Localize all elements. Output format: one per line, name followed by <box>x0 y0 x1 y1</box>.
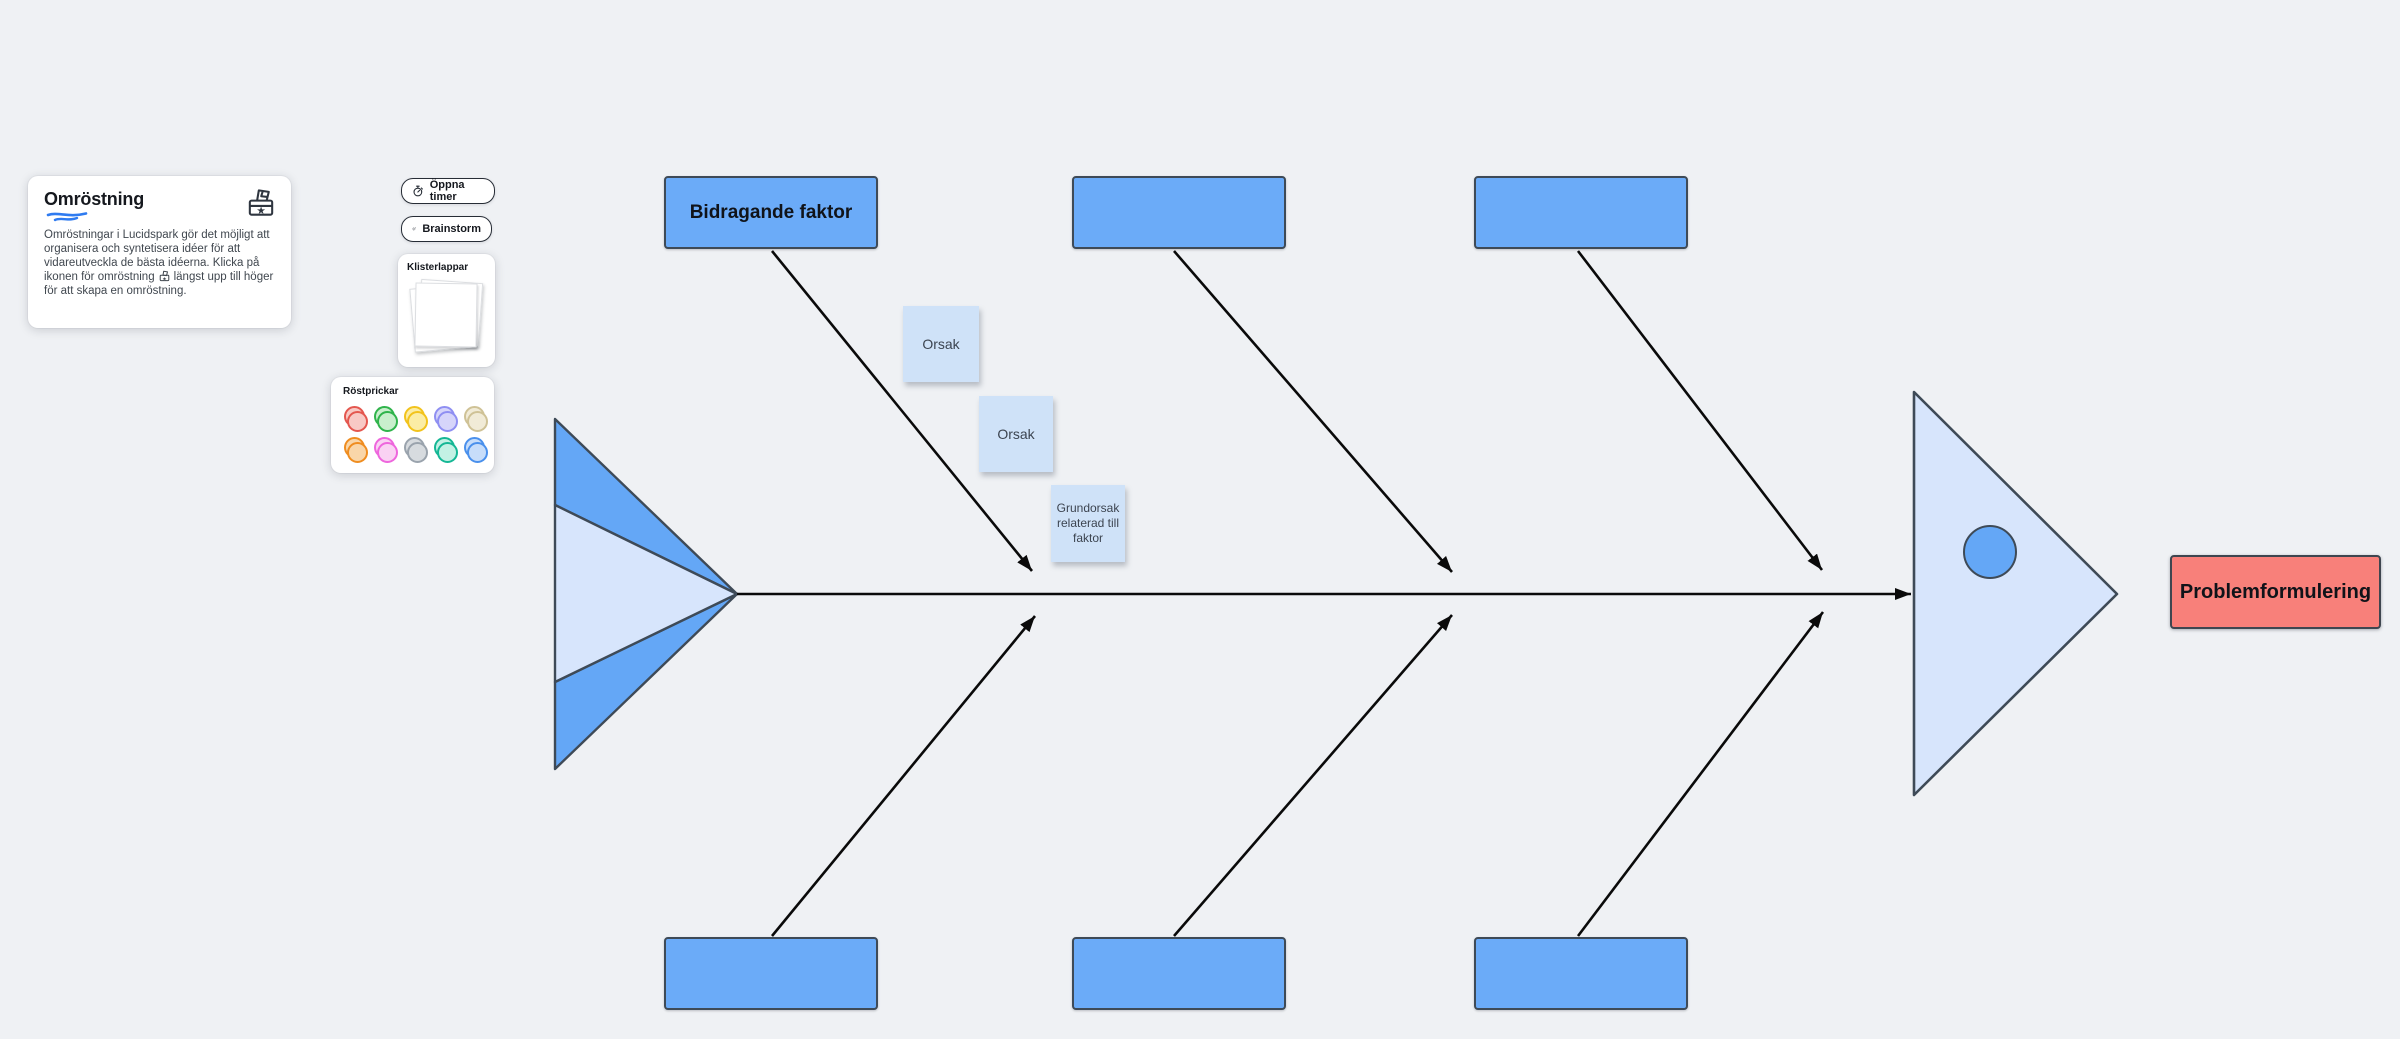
sticky-notes-card[interactable]: Klisterlappar <box>398 254 495 367</box>
voting-info-card[interactable]: Omröstning ★ Omröstningar i Lucidspark g… <box>28 176 291 328</box>
info-card-body: Omröstningar i Lucidspark gör det möjlig… <box>44 229 274 297</box>
problem-statement-box[interactable]: Problemformulering <box>2170 555 2381 629</box>
vote-dot-magenta[interactable] <box>374 437 398 463</box>
ballot-box-icon: ★ <box>248 189 274 217</box>
sticky-note-stack[interactable] <box>407 277 486 361</box>
vote-dots-card-title: Röstprickar <box>343 386 399 397</box>
vote-dot-gray[interactable] <box>404 437 428 463</box>
rib-arrow-top-3[interactable] <box>1576 250 1824 571</box>
sticky-notes-card-title: Klisterlappar <box>407 262 469 273</box>
rib-arrow-bottom-1[interactable] <box>770 615 1037 937</box>
category-box-bottom-3[interactable] <box>1474 937 1688 1010</box>
rib-arrow-top-2[interactable] <box>1173 250 1453 573</box>
vote-dot-beige[interactable] <box>464 406 488 432</box>
blue-squiggle-underline <box>46 212 88 222</box>
vote-dot-red[interactable] <box>344 406 368 432</box>
vote-dot-teal[interactable] <box>434 437 458 463</box>
vote-dot-green[interactable] <box>374 406 398 432</box>
vote-dot-grid <box>343 397 488 463</box>
info-card-title: Omröstning <box>44 189 144 209</box>
vote-dot-purple[interactable] <box>434 406 458 432</box>
svg-text:★: ★ <box>162 277 167 283</box>
brainstorm-label: Brainstorm <box>422 223 481 235</box>
open-timer-label: Öppna timer <box>429 179 465 203</box>
category-box-bottom-1[interactable] <box>664 937 878 1010</box>
open-timer-button[interactable]: Öppna timer <box>401 178 495 204</box>
category-box-top-1[interactable]: Bidragande faktor <box>664 176 878 249</box>
fish-eye[interactable] <box>1963 525 2017 579</box>
ballot-box-inline-icon: ★ <box>159 270 169 283</box>
sticky-note-grundorsak[interactable]: Grundorsak relaterad till faktor <box>1051 485 1125 562</box>
category-box-bottom-2[interactable] <box>1072 937 1286 1010</box>
svg-text:★: ★ <box>256 206 265 217</box>
rib-arrow-bottom-2[interactable] <box>1173 614 1453 937</box>
category-box-top-2[interactable] <box>1072 176 1286 249</box>
stopwatch-icon <box>413 185 423 197</box>
category-box-top-3[interactable] <box>1474 176 1688 249</box>
rib-arrow-top-1[interactable] <box>770 250 1034 572</box>
sticky-note-orsak-2[interactable]: Orsak <box>979 396 1053 472</box>
vote-dots-card[interactable]: Röstprickar <box>331 377 494 473</box>
fish-tail-middle-fin[interactable] <box>553 503 739 684</box>
brainstorm-button[interactable]: Brainstorm <box>401 216 492 242</box>
sticky-note-orsak-1[interactable]: Orsak <box>903 306 979 382</box>
vote-dot-yellow[interactable] <box>404 406 428 432</box>
sticky-sheet <box>414 282 478 348</box>
vote-dot-blue[interactable] <box>464 437 488 463</box>
vote-dot-orange[interactable] <box>344 437 368 463</box>
rib-arrow-bottom-3[interactable] <box>1576 611 1825 937</box>
fish-head[interactable] <box>1912 390 2119 797</box>
sparkle-icon <box>412 227 417 231</box>
